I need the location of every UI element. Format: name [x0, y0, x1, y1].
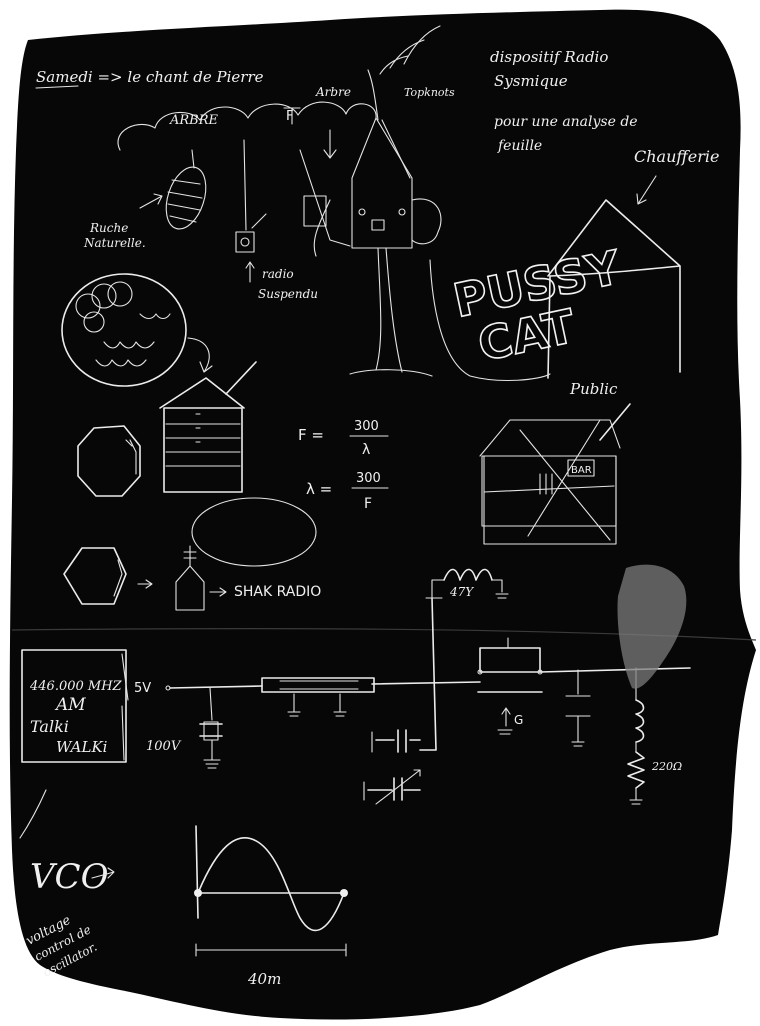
project-line-1: dispositif Radio [490, 48, 608, 66]
device-label-2: WALKi [56, 738, 108, 756]
radio-label-2: Suspendu [258, 287, 318, 301]
formula-lambda-lhs: λ = [306, 480, 332, 498]
formula-f-den: λ [362, 442, 370, 458]
page-title: Samedi => le chant de Pierre [36, 68, 264, 86]
mode-label: AM [54, 695, 86, 715]
chaufferie-label: Chaufferie [634, 147, 719, 166]
freq-label: 446.000 MHZ [29, 679, 123, 694]
formula-f-lhs: F = [298, 426, 324, 444]
public-label: Public [569, 380, 618, 398]
arbre-label: ARBRE [169, 113, 219, 128]
formula-lambda-den: F [364, 496, 372, 512]
sine-start-dot [194, 889, 202, 897]
arbre-top-label: Arbre [315, 85, 351, 99]
sine-end-dot [340, 889, 348, 897]
radio-label-1: radio [262, 267, 294, 281]
project-line-2: Sysmique [494, 72, 568, 90]
bar-sign: BAR [571, 465, 592, 476]
v5-label: 5V [134, 681, 151, 696]
project-line-4: feuille [497, 138, 542, 154]
formula-lambda-num: 300 [356, 471, 381, 486]
v100-label: 100V [146, 739, 182, 754]
gate-label: G [514, 713, 523, 727]
load-label: 220Ω [651, 760, 682, 773]
topknots-label: Topknots [404, 86, 455, 99]
inductor-top-label: 47Y [449, 585, 474, 599]
project-line-3: pour une analyse de [494, 114, 638, 130]
f-letter: F [286, 109, 293, 124]
formula-f-num: 300 [354, 419, 379, 434]
device-label-1: Talki [30, 717, 69, 736]
shak-radio-label: SHAK RADIO [234, 584, 321, 600]
ruche-label-2: Naturelle. [83, 236, 146, 250]
scale-label: 40m [247, 970, 281, 988]
ruche-label-1: Ruche [89, 221, 128, 235]
